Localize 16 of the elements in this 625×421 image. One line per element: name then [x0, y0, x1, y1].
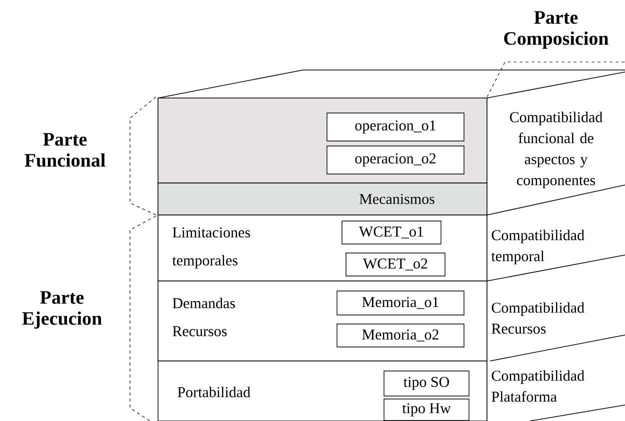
attribute-box: WCET_o1	[342, 220, 442, 244]
side-label: Compatibilidad funcional de aspectos y componentes	[510, 112, 602, 188]
attribute-box: Memoria_o2	[336, 324, 464, 348]
side-label: Compatibilidad temporal	[491, 230, 584, 264]
side-label: Compatibilidad Recursos	[492, 302, 584, 334]
attribute-box: operacion_o1	[326, 112, 464, 142]
layer-band: Mecanismos	[158, 182, 488, 216]
attribute-box: Memoria_o1	[336, 290, 464, 316]
part-heading: Parte Ejecucion	[22, 291, 102, 329]
attribute-box: tipo Hw	[384, 398, 470, 421]
attribute-box: WCET_o2	[346, 252, 446, 276]
part-heading: Parte Composicion	[504, 11, 608, 49]
side-label: Compatibilidad Plataforma	[492, 370, 584, 402]
attribute-box: operacion_o2	[326, 146, 464, 174]
attribute-box: tipo SO	[384, 370, 470, 396]
part-heading: Parte Funcional	[24, 133, 106, 167]
